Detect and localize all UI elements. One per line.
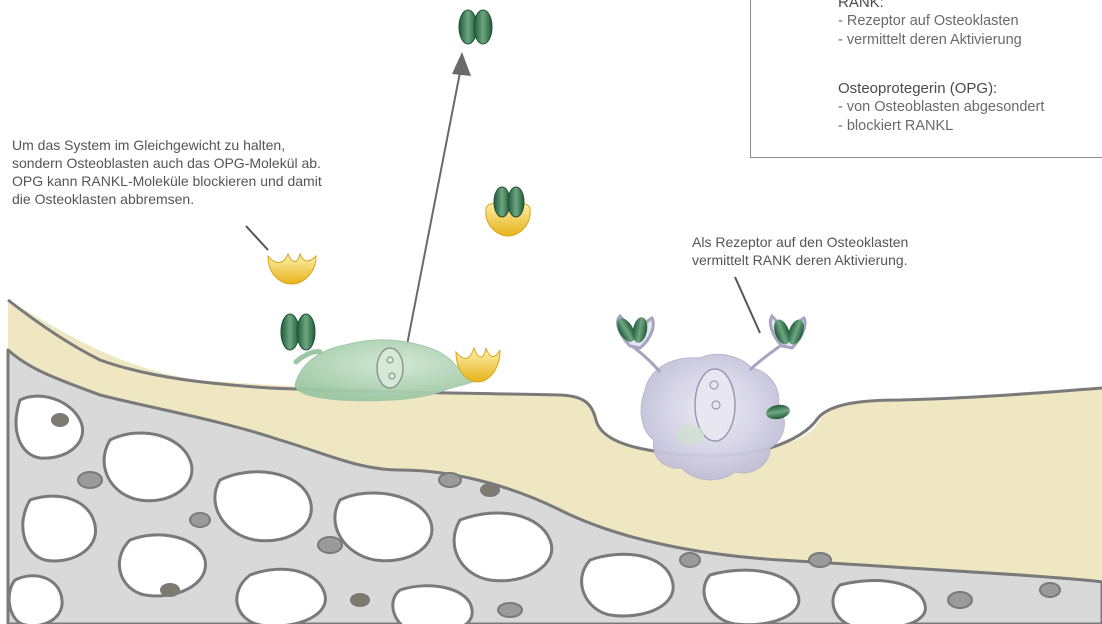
annotation-line: vermittelt RANK deren Aktivierung.: [692, 251, 908, 269]
opg-molecule: [268, 254, 316, 284]
legend-rank-item: - vermittelt deren Aktivierung: [838, 31, 1022, 50]
secretion-arrow: [407, 62, 462, 345]
legend-rank: RANK: - Rezeptor auf Osteoklasten - verm…: [838, 0, 1022, 50]
legend-opg-item: - blockiert RANKL: [838, 117, 1044, 136]
annotation-line: sondern Osteoblasten auch das OPG-Molekü…: [12, 154, 322, 172]
legend-opg: Osteoprotegerin (OPG): - von Osteoblaste…: [838, 79, 1044, 136]
secretion-arrow-head: [452, 52, 471, 76]
opg-annotation: Um das System im Gleichgewicht zu halten…: [12, 136, 322, 208]
opg-note-pointer: [246, 226, 268, 250]
rankl-molecule: [459, 10, 492, 44]
annotation-line: Als Rezeptor auf den Osteoklasten: [692, 233, 908, 251]
legend-opg-heading: Osteoprotegerin (OPG):: [838, 79, 1044, 98]
rank-annotation: Als Rezeptor auf den Osteoklasten vermit…: [692, 233, 908, 269]
legend-rank-item: - Rezeptor auf Osteoklasten: [838, 12, 1022, 31]
legend-rank-heading: RANK:: [838, 0, 1022, 12]
membrane-rankl: [281, 314, 315, 350]
opg-rankl-complex: [486, 187, 530, 236]
legend-opg-item: - von Osteoblasten abgesondert: [838, 98, 1044, 117]
annotation-line: Um das System im Gleichgewicht zu halten…: [12, 136, 322, 154]
rank-note-pointer: [735, 277, 760, 333]
annotation-line: die Osteoklasten abbremsen.: [12, 190, 322, 208]
osteoclast-cell: [641, 354, 784, 480]
annotation-line: OPG kann RANKL-Moleküle blockieren und d…: [12, 172, 322, 190]
